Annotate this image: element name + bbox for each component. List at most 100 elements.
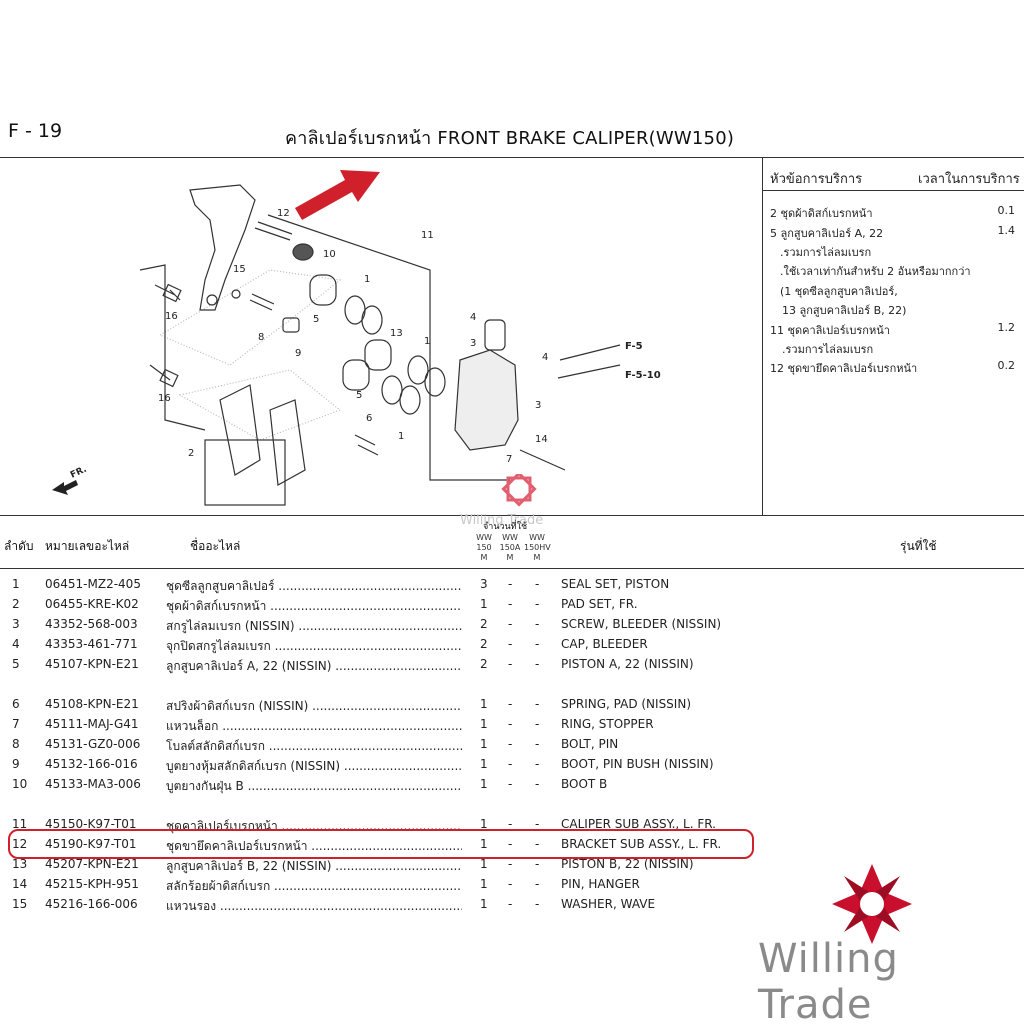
part-name-en: CALIPER SUB ASSY., L. FR. — [561, 817, 716, 831]
qty-ww150hvm: - — [535, 737, 540, 751]
part-number: 43353-461-771 — [45, 637, 138, 651]
part-number: 45132-166-016 — [45, 757, 138, 771]
qty-ww150hvm: - — [535, 597, 540, 611]
callout-12: 12 — [277, 208, 290, 219]
part-number: 45216-166-006 — [45, 897, 138, 911]
qty-ww150m: 1 — [480, 877, 488, 891]
part-name-th: สปริงผ้าดิสก์เบรก (NISSIN) .............… — [166, 699, 462, 713]
red-pointer-arrow — [295, 170, 380, 220]
row-number: 11 — [12, 817, 28, 831]
part-name-th: บูตยางหุ้มสลักดิสก์เบรก (NISSIN) .......… — [166, 759, 462, 773]
caliper-body — [454, 349, 519, 451]
qty-ww150m: 1 — [480, 777, 488, 791]
callout-7: 7 — [506, 454, 512, 465]
page-title: คาลิเปอร์เบรกหน้า FRONT BRAKE CALIPER(WW… — [285, 128, 735, 149]
service-note: .รวมการไล่ลมเบรก — [780, 246, 872, 259]
table-row: 10 45133-MA3-006 บูตยางกันฝุ่น B .........… — [0, 774, 1024, 794]
qty-ww150am: - — [508, 657, 513, 671]
qty-ww150m: 3 — [480, 577, 488, 591]
part-name-en: SPRING, PAD (NISSIN) — [561, 697, 691, 711]
row-number: 10 — [12, 777, 28, 791]
qty-ww150m: 1 — [480, 737, 488, 751]
service-note: (1 ชุดซีลลูกสูบคาลิเปอร์, — [780, 285, 898, 298]
qty-ww150hvm: - — [535, 817, 540, 831]
part-name-en: SEAL SET, PISTON — [561, 577, 670, 591]
qty-ww150am: - — [508, 897, 513, 911]
part-name-en: BOOT B — [561, 777, 608, 791]
qty-ww150am: - — [508, 857, 513, 871]
callout-6: 6 — [366, 413, 372, 424]
callout-14: 14 — [535, 434, 548, 445]
part-name-en: PISTON A, 22 (NISSIN) — [561, 657, 694, 671]
qty-ww150m: 1 — [480, 857, 488, 871]
honda-wing-watermark — [158, 269, 342, 441]
table-header-divider — [0, 568, 1024, 569]
qty-ww150am: - — [508, 837, 513, 851]
callout-9: 9 — [295, 348, 301, 359]
qty-ww150am: - — [508, 637, 513, 651]
callout-FR: FR. — [69, 465, 88, 481]
part-number: 45207-KPN-E21 — [45, 857, 139, 871]
part-name-th: สลักร้อยผ้าดิสก์เบรก ...................… — [166, 879, 462, 893]
callout-8: 8 — [258, 332, 264, 343]
part-name-en: BOOT, PIN BUSH (NISSIN) — [561, 757, 714, 771]
row-number: 3 — [12, 617, 20, 631]
part-number: 45108-KPN-E21 — [45, 697, 139, 711]
part-name-th: ชุดซีลลูกสูบคาลิเปอร์ ..................… — [166, 579, 462, 593]
watermark-text-small: Willing Trade — [460, 513, 544, 528]
part-name-th: ลูกสูบคาลิเปอร์ B, 22 (NISSIN) .........… — [166, 859, 462, 873]
title-divider — [0, 157, 1024, 158]
row-number: 6 — [12, 697, 20, 711]
callout-4b: 4 — [542, 352, 548, 363]
qty-ww150hvm: - — [535, 897, 540, 911]
table-row: 6 45108-KPN-E21 สปริงผ้าดิสก์เบรก (NISSIN)… — [0, 694, 1024, 714]
qty-ww150m: 2 — [480, 657, 488, 671]
callout-F-5-10: F-5-10 — [625, 370, 661, 381]
service-item: 2 ชุดผ้าดิสก์เบรกหน้า 0.1 — [770, 204, 1015, 220]
col-header-name: ชื่ออะไหล่ — [190, 539, 241, 553]
row-number: 2 — [12, 597, 20, 611]
callout-16: 16 — [165, 311, 178, 322]
qty-ww150am: - — [508, 717, 513, 731]
callout-16b: 16 — [158, 393, 171, 404]
part-number: 06451-MZ2-405 — [45, 577, 141, 591]
qty-ww150am: - — [508, 697, 513, 711]
qty-ww150am: - — [508, 617, 513, 631]
qty-ww150hvm: - — [535, 697, 540, 711]
part-name-en: PIN, HANGER — [561, 877, 640, 891]
service-time-heading: เวลาในการบริการ — [918, 172, 1020, 187]
part-name-en: BOLT, PIN — [561, 737, 619, 751]
qty-ww150am: - — [508, 577, 513, 591]
callout-3b: 3 — [535, 400, 541, 411]
service-heading: หัวข้อการบริการ — [770, 172, 863, 187]
callout-3: 3 — [470, 338, 476, 349]
qty-ww150m: 1 — [480, 597, 488, 611]
row-number: 7 — [12, 717, 20, 731]
callout-11: 11 — [421, 230, 434, 241]
row-number: 8 — [12, 737, 20, 751]
qty-ww150m: 1 — [480, 697, 488, 711]
part-number: 45133-MA3-006 — [45, 777, 141, 791]
part-name-en: RING, STOPPER — [561, 717, 654, 731]
willing-trade-logo — [832, 864, 912, 944]
callout-2: 2 — [188, 448, 194, 459]
part-number: 45190-K97-T01 — [45, 837, 137, 851]
qty-ww150am: - — [508, 757, 513, 771]
qty-ww150hvm: - — [535, 777, 540, 791]
col-header-qty: จำนวนที่ใช้ — [483, 522, 528, 532]
bracket-part — [189, 184, 256, 311]
qty-ww150am: - — [508, 777, 513, 791]
qty-ww150m: 1 — [480, 717, 488, 731]
qty-ww150hvm: - — [535, 577, 540, 591]
qty-ww150hvm: - — [535, 637, 540, 651]
qty-ww150hvm: - — [535, 877, 540, 891]
part-name-th: บูตยางกันฝุ่น B ........................… — [166, 779, 462, 793]
logo-text: Willing Trade — [758, 936, 899, 1028]
